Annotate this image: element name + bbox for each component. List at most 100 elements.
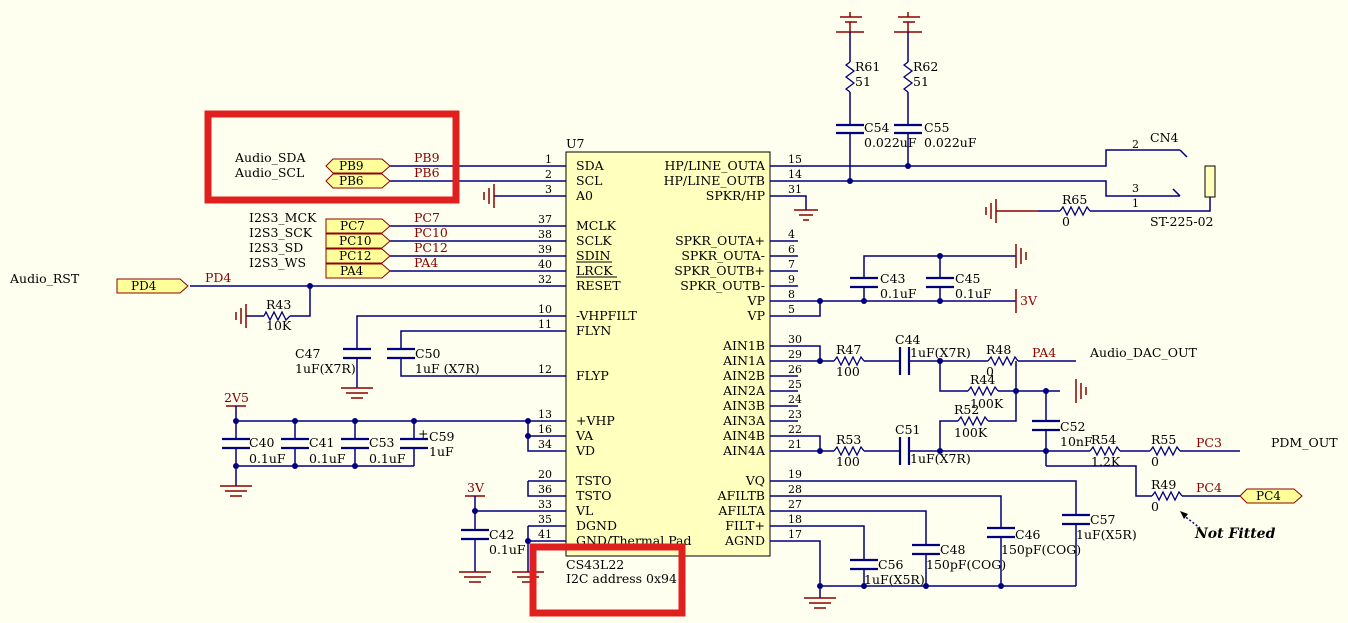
pin-num: 1 xyxy=(545,153,552,166)
c42-ref: C42 xyxy=(489,527,514,542)
c45-val: 0.1uF xyxy=(955,286,992,301)
port-pd4[interactable] xyxy=(116,278,189,294)
r49-ref: R49 xyxy=(1151,477,1176,492)
pin-name: TSTO xyxy=(576,473,612,488)
pin-name: VQ xyxy=(745,473,765,488)
pin-num: 31 xyxy=(788,183,802,196)
net-audio-scl: Audio_SCL xyxy=(234,165,304,180)
r44-ref: R44 xyxy=(970,372,995,387)
port-pb9[interactable] xyxy=(325,158,391,174)
port-pc10-label: PC10 xyxy=(339,234,372,248)
port-pa4[interactable] xyxy=(325,263,391,279)
r61-ref: R61 xyxy=(855,59,880,74)
chip-ref: U7 xyxy=(566,136,585,151)
c57-val: 1uF(X5R) xyxy=(1076,527,1137,542)
pin-name: SDIN xyxy=(576,248,611,263)
pin-name: SCLK xyxy=(576,233,612,248)
c53-val: 0.1uF xyxy=(369,451,406,466)
c55-ref: C55 xyxy=(924,120,949,135)
pin-name: HP/LINE_OUTB xyxy=(664,173,765,188)
port-pc7[interactable] xyxy=(325,218,391,234)
net-audio-sda: Audio_SDA xyxy=(234,150,306,165)
pin-name: VL xyxy=(575,503,593,518)
cn4-pin3: 3 xyxy=(1132,182,1139,195)
pin-name: VA xyxy=(575,428,594,443)
pin-num: 26 xyxy=(788,363,802,376)
pin-num: 22 xyxy=(788,423,802,436)
headphone-out-section: R61 51 R62 51 C54 0.022uF C55 0.022uF CN… xyxy=(794,12,1216,229)
vl-supply-section: 3V C42 0.1uF xyxy=(459,480,544,583)
pin-num: 3 xyxy=(545,183,552,196)
c51-ref: C51 xyxy=(895,422,920,437)
port-pc12-label: PC12 xyxy=(339,249,372,263)
pin-num: 2 xyxy=(545,168,552,181)
pin-name: AIN1A xyxy=(722,353,766,368)
pin-num: 37 xyxy=(538,213,552,226)
pin-name: AIN2B xyxy=(722,368,765,383)
c55-val: 0.022uF xyxy=(924,135,977,150)
c54-val: 0.022uF xyxy=(864,135,917,150)
c51-val: 1uF(X7R) xyxy=(910,451,971,466)
port-pd4-label: PD4 xyxy=(131,279,157,293)
pin-name: AIN3B xyxy=(722,398,765,413)
pin-num: 34 xyxy=(538,438,552,451)
pin-name: FLYN xyxy=(576,323,611,338)
pin-num: 16 xyxy=(538,423,552,436)
net-2v5: 2V5 xyxy=(224,390,249,405)
c48-ref: C48 xyxy=(940,542,966,557)
charge-pump-section: C47 1uF(X7R) C50 1uF (X7R) xyxy=(295,315,538,399)
pin-num: 40 xyxy=(538,258,552,271)
c45-ref: C45 xyxy=(955,271,980,286)
port-pc12[interactable] xyxy=(325,248,391,264)
pin-num: 33 xyxy=(538,498,552,511)
pin-name: MCLK xyxy=(576,218,617,233)
r52-val: 100K xyxy=(954,425,988,440)
cn4-body xyxy=(1204,165,1216,198)
wire-label-pc7: PC7 xyxy=(414,210,440,225)
port-pc10[interactable] xyxy=(325,233,391,249)
r52-ref: R52 xyxy=(954,402,979,417)
cn4-val: ST-225-02 xyxy=(1150,214,1214,229)
pin-name: AIN4A xyxy=(722,443,766,458)
i2c-i2s-section: PB9 PB6 PC7 PC10 PC12 PA4 PD4 PB9 PB6 PC… xyxy=(9,150,538,333)
c47-val: 1uF(X7R) xyxy=(295,361,356,376)
pin-name: +VHP xyxy=(576,413,615,428)
pin-num: 14 xyxy=(788,168,802,181)
pin-num: 6 xyxy=(788,243,795,256)
c41-val: 0.1uF xyxy=(309,451,346,466)
c43-val: 0.1uF xyxy=(880,286,917,301)
vp-supply-section: 3V C43 0.1uF C45 0.1uF xyxy=(798,244,1038,317)
c57-ref: C57 xyxy=(1090,512,1116,527)
r43-ref: R43 xyxy=(266,297,291,312)
pin-num: 9 xyxy=(788,273,795,286)
wire-label-pd4: PD4 xyxy=(205,270,231,285)
r44-val: 100K xyxy=(970,396,1004,411)
pin-num: 12 xyxy=(538,363,552,376)
net-i2s3-sck: I2S3_SCK xyxy=(249,225,313,240)
port-pc4[interactable] xyxy=(1239,488,1303,504)
pin-name: HP/LINE_OUTA xyxy=(664,158,766,173)
right-pins: 15 HP/LINE_OUTA 14 HP/LINE_OUTB 31 SPKR/… xyxy=(664,153,802,548)
pin-name: AIN3A xyxy=(722,413,766,428)
c47-ref: C47 xyxy=(295,346,321,361)
not-fitted-note: Not Fitted xyxy=(1194,526,1276,542)
pin-num: 28 xyxy=(788,483,802,496)
pin-num: 39 xyxy=(538,243,552,256)
cn4-ref: CN4 xyxy=(1150,130,1179,145)
c44-val: 1uF(X7R) xyxy=(910,345,971,360)
va-supply-section: 2V5 + C40 0.1uF C41 0.1uF C53 0.1uF C59 … xyxy=(220,390,538,497)
c48-val: 150pF(COG) xyxy=(926,557,1006,572)
pin-num: 19 xyxy=(788,468,802,481)
r53-ref: R53 xyxy=(836,432,861,447)
wire-label-pb9: PB9 xyxy=(414,150,440,165)
net-i2s3-sd: I2S3_SD xyxy=(249,240,303,255)
c56-val: 1uF(X5R) xyxy=(864,572,925,587)
c44-ref: C44 xyxy=(895,332,921,347)
port-pb6[interactable] xyxy=(325,173,391,189)
pin-name: RESET xyxy=(576,278,621,293)
cn4-pin1: 1 xyxy=(1132,197,1139,210)
pin-name: TSTO xyxy=(576,488,612,503)
c52-ref: C52 xyxy=(1060,419,1085,434)
net-audio-dac-out: Audio_DAC_OUT xyxy=(1089,345,1197,360)
